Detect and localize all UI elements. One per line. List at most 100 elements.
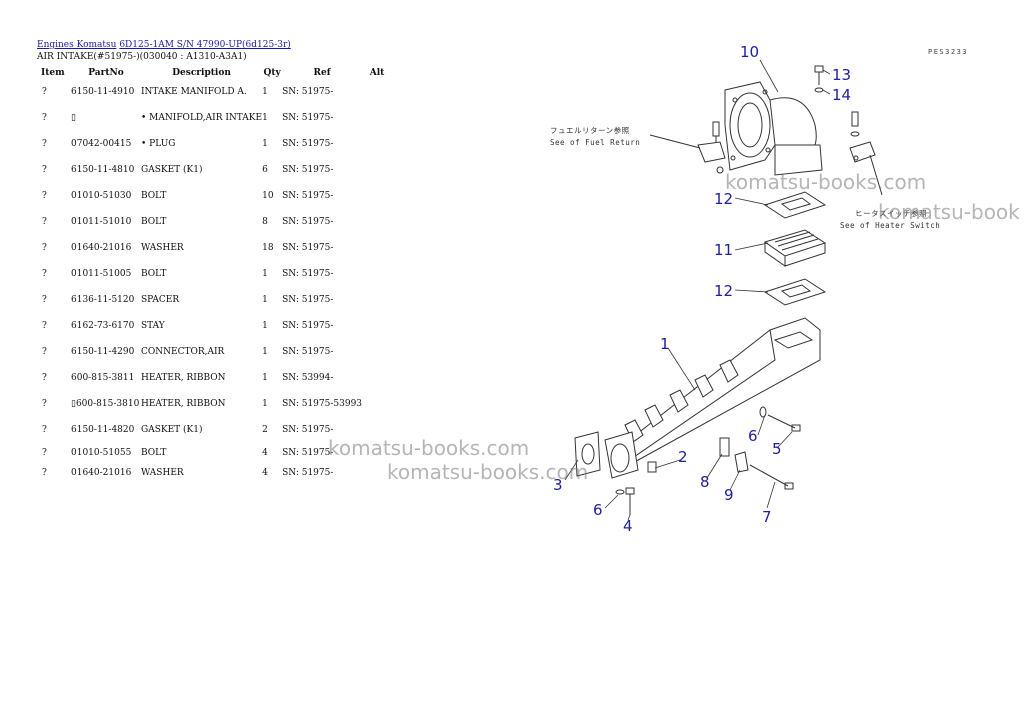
ref-cell: SN: 53994-	[282, 373, 334, 383]
header-alt: Alt	[369, 67, 385, 78]
partno-cell: 07042-00415	[71, 139, 132, 149]
item-cell: ?	[42, 139, 47, 149]
callout-8: 8	[700, 473, 710, 491]
bolt-13-drawing	[814, 65, 824, 93]
callout-6-left: 6	[593, 501, 603, 519]
item-cell: ?	[42, 87, 47, 97]
description-cell: HEATER, RIBBON	[141, 373, 226, 383]
header-qty: Qty	[263, 67, 281, 78]
note-fuel-return-jp: フュエルリターン参照	[550, 126, 630, 135]
description-cell: BOLT	[141, 448, 167, 458]
breadcrumb-link-engines[interactable]: Engines Komatsu	[37, 40, 117, 50]
partno-cell: 6150-11-4910	[71, 87, 135, 97]
header-description: Description	[172, 67, 231, 78]
qty-cell: 6	[262, 165, 268, 175]
partno-cell: 6150-11-4810	[71, 165, 135, 175]
alt-cell	[362, 339, 392, 365]
callout-11: 11	[714, 241, 734, 259]
qty-cell: 1	[262, 269, 268, 279]
ref-cell: SN: 51975-	[282, 243, 334, 253]
watermark-3: komatsu-books.com	[328, 436, 530, 460]
qty-cell: 1	[262, 295, 268, 305]
alt-cell	[362, 131, 392, 157]
partno-cell: 01010-51030	[71, 191, 132, 201]
qty-cell: 4	[262, 448, 268, 458]
qty-cell: 1	[262, 399, 268, 409]
watermark-1: komatsu-books.com	[725, 170, 927, 194]
breadcrumb-link-model[interactable]: 6D125-1AM S/N 47990-UP(6d125-3r)	[119, 40, 291, 50]
partno-cell: 01011-51005	[71, 269, 132, 279]
description-cell: • PLUG	[141, 139, 176, 149]
partno-cell: 6150-11-4820	[71, 425, 135, 435]
description-cell: GASKET (K1)	[141, 165, 203, 175]
partno-cell: 6162-73-6170	[71, 321, 135, 331]
partno-cell: 01640-21016	[71, 243, 132, 253]
alt-cell	[362, 209, 392, 235]
gasket-lower-drawing	[763, 278, 827, 306]
partno-cell: 6136-11-5120	[71, 295, 135, 305]
partno-cell: 600-815-3811	[71, 373, 135, 383]
item-cell: ?	[42, 295, 47, 305]
item-cell: ?	[42, 373, 47, 383]
alt-cell	[362, 157, 392, 183]
alt-cell	[362, 79, 392, 105]
ref-cell: SN: 51975-	[282, 269, 334, 279]
heater-switch-bracket-drawing	[849, 111, 883, 196]
description-cell: BOLT	[141, 269, 167, 279]
qty-cell: 18	[262, 243, 274, 253]
item-cell: ?	[42, 191, 47, 201]
item-cell: ?	[42, 468, 47, 478]
description-cell: BOLT	[141, 191, 167, 201]
qty-cell: 2	[262, 425, 268, 435]
partno-cell: 01011-51010	[71, 217, 132, 227]
ref-cell: SN: 51975-	[282, 448, 334, 458]
ref-cell: SN: 51975-	[282, 347, 334, 357]
alt-cell	[362, 365, 392, 391]
item-cell: ?	[42, 399, 47, 409]
qty-cell: 8	[262, 217, 268, 227]
callout-7: 7	[762, 508, 772, 526]
note-fuel-return-en: See of Fuel Return	[550, 138, 641, 147]
item-cell: ?	[42, 217, 47, 227]
partno-cell: 01010-51055	[71, 448, 132, 458]
air-connector-drawing	[724, 81, 823, 176]
callout-12-upper: 12	[714, 190, 734, 208]
callout-12-lower: 12	[714, 282, 734, 300]
figure-code: PES3233	[928, 48, 969, 56]
stay-drawing	[734, 451, 749, 473]
partno-cell: 6150-11-4290	[71, 347, 135, 357]
item-cell: ?	[42, 113, 47, 123]
callout-13: 13	[832, 66, 852, 84]
gasket-3-drawing	[574, 431, 601, 477]
item-cell: ?	[42, 425, 47, 435]
ref-cell: SN: 51975-	[282, 113, 334, 123]
note-heater-switch-jp: ヒータスイッチ参照	[855, 209, 927, 218]
partno-cell: 01640-21016	[71, 468, 132, 478]
qty-cell: 1	[262, 347, 268, 357]
leader-lines	[564, 59, 831, 521]
alt-cell	[362, 235, 392, 261]
callout-3: 3	[553, 476, 563, 494]
alt-cell	[362, 183, 392, 209]
ribbon-heater-drawing	[763, 229, 827, 267]
callout-5: 5	[772, 440, 782, 458]
bolt-7-drawing	[749, 464, 794, 490]
description-cell: HEATER, RIBBON	[141, 399, 226, 409]
description-cell: • MANIFOLD,AIR INTAKE	[141, 113, 263, 123]
item-cell: ?	[42, 321, 47, 331]
breadcrumb: Engines Komatsu 6D125-1AM S/N 47990-UP(6…	[37, 40, 291, 50]
description-cell: WASHER	[141, 468, 184, 478]
item-cell: ?	[42, 347, 47, 357]
plug-drawing	[647, 461, 657, 473]
